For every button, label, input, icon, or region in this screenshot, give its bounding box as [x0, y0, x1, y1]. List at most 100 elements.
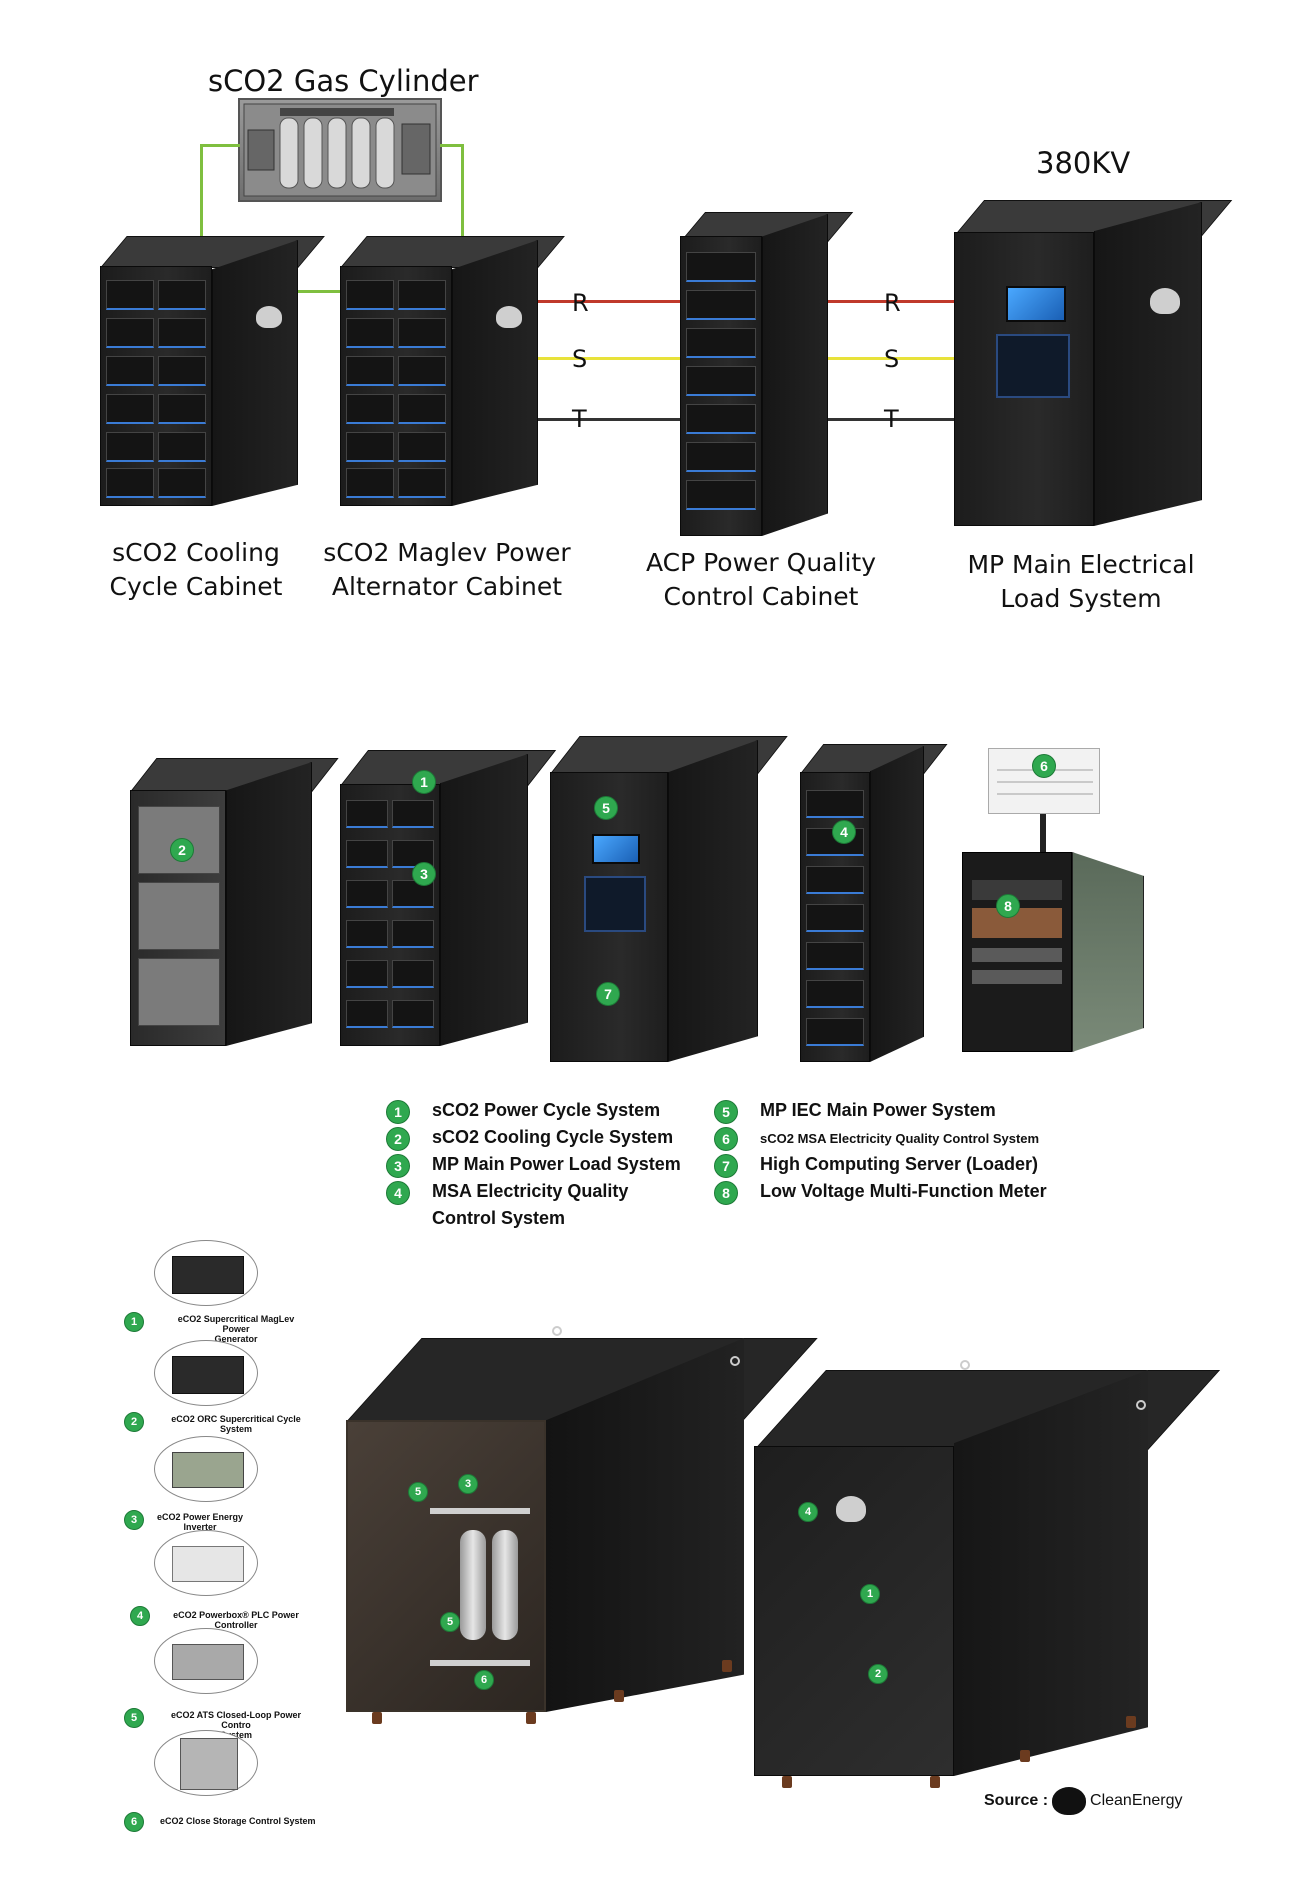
cabinet-label-line1: sCO2 Maglev Power — [323, 538, 571, 567]
pipe-between-cabinets — [298, 290, 342, 293]
gas-cylinder-title: sCO2 Gas Cylinder — [208, 64, 479, 98]
right-unit-badge-2: 2 — [868, 1664, 888, 1684]
right-unit-badge-4: 4 — [798, 1502, 818, 1522]
close-storage-thumbnail — [180, 1738, 238, 1790]
part-label-line2: Controller — [214, 1620, 258, 1630]
part-label-line1: eCO2 ATS Closed-Loop Power Contro — [170, 1710, 301, 1730]
badge-4: 4 — [832, 820, 856, 844]
left-unit-badge-5b: 5 — [440, 1612, 460, 1632]
acp-power-quality-cabinet-label: ACP Power Quality Control Cabinet — [626, 546, 896, 614]
cabinet-label-line1: sCO2 Cooling — [112, 538, 280, 567]
cooling-cycle-cabinet-label: sCO2 Cooling Cycle Cabinet — [86, 536, 306, 604]
phase-s-label-left: S — [572, 345, 588, 373]
legend-item-1: sCO2 Power Cycle System — [432, 1100, 661, 1120]
badge-6: 6 — [1032, 754, 1056, 778]
part-label-line1: eCO2 Powerbox® PLC Power — [173, 1610, 299, 1620]
badge-8: 8 — [996, 894, 1020, 918]
cleanenergy-logo-icon — [256, 306, 282, 328]
gas-cylinder-illustration — [243, 103, 437, 197]
phase-s-wire-left — [538, 357, 680, 360]
part-label-line1: eCO2 Close Storage Control System — [160, 1816, 316, 1826]
legend-badge-8: 8 — [714, 1181, 738, 1205]
legend-badge-2: 2 — [386, 1127, 410, 1151]
part-label-line2: System — [219, 1424, 253, 1434]
part-label-line1: eCO2 Power Energy — [156, 1512, 244, 1522]
cleanenergy-logo-icon — [496, 306, 522, 328]
left-unit-badge-6: 6 — [474, 1670, 494, 1690]
legend-item-8: Low Voltage Multi-Function Meter — [760, 1181, 1047, 1201]
legend-badge-5: 5 — [714, 1100, 738, 1124]
source-credit: Source : CleanEnergy — [984, 1786, 1183, 1816]
cabinet-label-line2: Load System — [1000, 584, 1162, 613]
main-power-breaker-panel — [584, 876, 646, 932]
legend-badge-1: 1 — [386, 1100, 410, 1124]
part-label-6: eCO2 Close Storage Control System — [160, 1816, 330, 1826]
legend-item-7: High Computing Server (Loader) — [760, 1154, 1039, 1174]
power-inverter-thumbnail — [172, 1452, 244, 1488]
part-label-3: eCO2 Power Energy Inverter — [130, 1512, 270, 1532]
phase-t-label-left: T — [572, 405, 587, 433]
source-prefix: Source : — [984, 1792, 1049, 1809]
legend-badge-6: 6 — [714, 1127, 738, 1151]
pipe-right-horizontal — [440, 144, 464, 147]
part-label-line1: eCO2 ORC Supercritical Cycle — [171, 1414, 301, 1424]
phase-s-wire-right — [828, 357, 954, 360]
legend-item-6: sCO2 MSA Electricity Quality Control Sys… — [760, 1131, 1040, 1146]
part-badge-2: 2 — [124, 1412, 144, 1432]
badge-7: 7 — [596, 982, 620, 1006]
legend-item-5: MP IEC Main Power System — [760, 1100, 996, 1120]
vertical-tank-icon — [460, 1530, 486, 1640]
part-badge-4: 4 — [130, 1606, 150, 1626]
source-brand: CleanEnergy — [1090, 1792, 1183, 1809]
left-unit-badge-3: 3 — [458, 1474, 478, 1494]
cleanenergy-logo-icon — [836, 1496, 866, 1522]
part-label-line2: System — [219, 1730, 253, 1740]
part-badge-5: 5 — [124, 1708, 144, 1728]
orc-cycle-thumbnail — [172, 1356, 244, 1394]
main-power-screen — [592, 834, 640, 864]
phase-r-label-left: R — [572, 289, 589, 317]
plc-controller-thumbnail — [172, 1546, 244, 1582]
voltage-label: 380KV — [1036, 146, 1131, 180]
part-label-1: eCO2 Supercritical MagLev Power Generato… — [166, 1314, 306, 1344]
phase-r-label-right: R — [884, 289, 901, 317]
cabinet-label-line2: Alternator Cabinet — [331, 572, 563, 601]
part-badge-1: 1 — [124, 1312, 144, 1332]
badge-5: 5 — [594, 796, 618, 820]
gas-cylinder-rack-image — [238, 98, 442, 202]
cleanenergy-logo-icon — [1052, 1787, 1087, 1815]
part-label-4: eCO2 Powerbox® PLC Power Controller — [166, 1610, 306, 1630]
phase-t-wire-right — [828, 418, 954, 421]
phase-t-wire-left — [538, 418, 680, 421]
part-label-line2: Inverter — [183, 1522, 217, 1532]
badge-2: 2 — [170, 838, 194, 862]
part-label-5: eCO2 ATS Closed-Loop Power Contro System — [166, 1710, 306, 1740]
legend-item-2: sCO2 Cooling Cycle System — [432, 1127, 674, 1147]
part-label-line2: Generator — [214, 1334, 258, 1344]
part-label-line1: eCO2 Supercritical MagLev Power — [177, 1314, 295, 1334]
legend-item-3: MP Main Power Load System — [432, 1154, 681, 1174]
cabinet-label-line2: Control Cabinet — [663, 582, 859, 611]
maglev-generator-thumbnail — [172, 1256, 244, 1294]
part-label-2: eCO2 ORC Supercritical Cycle System — [166, 1414, 306, 1434]
left-unit-badge-5a: 5 — [408, 1482, 428, 1502]
part-badge-3: 3 — [124, 1510, 144, 1530]
pipe-left-horizontal — [200, 144, 240, 147]
badge-3: 3 — [412, 862, 436, 886]
pipe-left-vertical — [200, 144, 203, 239]
phase-t-label-right: T — [884, 405, 899, 433]
legend-badge-7: 7 — [714, 1154, 738, 1178]
pipe-right-vertical — [461, 144, 464, 239]
legend-badge-3: 3 — [386, 1154, 410, 1178]
cleanenergy-logo-icon — [1150, 288, 1180, 314]
maglev-alternator-cabinet-label: sCO2 Maglev Power Alternator Cabinet — [310, 536, 584, 604]
legend-item-4: MSA Electricity Quality — [432, 1181, 629, 1201]
mp-load-screen — [1006, 286, 1066, 322]
cabinet-label-line1: MP Main Electrical — [967, 550, 1195, 579]
vertical-tank-icon — [492, 1530, 518, 1640]
legend-item-4-line2: Control System — [432, 1208, 566, 1228]
legend-badge-4: 4 — [386, 1181, 410, 1205]
badge-1: 1 — [412, 770, 436, 794]
cabinet-label-line1: ACP Power Quality — [645, 548, 876, 577]
phase-r-wire-left — [538, 300, 680, 303]
